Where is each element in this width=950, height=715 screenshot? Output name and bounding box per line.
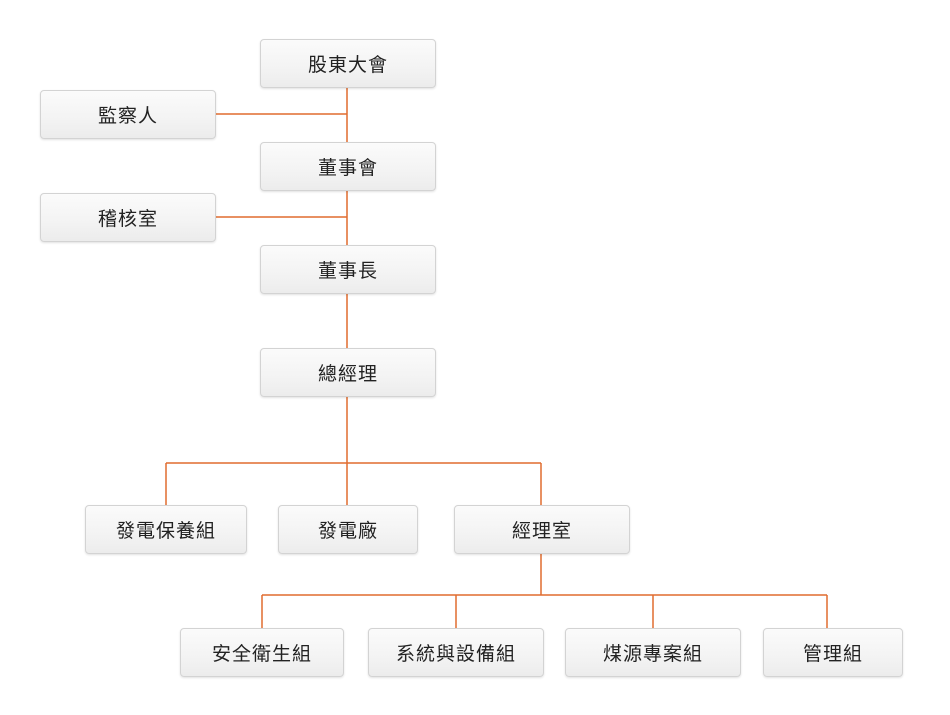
node-board-of-directors: 董事會 bbox=[260, 142, 436, 191]
node-chairman: 董事長 bbox=[260, 245, 436, 294]
node-coal-project: 煤源專案組 bbox=[565, 628, 741, 677]
node-shareholders-meeting: 股東大會 bbox=[260, 39, 436, 88]
node-audit-office: 稽核室 bbox=[40, 193, 216, 242]
node-systems-equipment: 系統與設備組 bbox=[368, 628, 544, 677]
node-supervisor: 監察人 bbox=[40, 90, 216, 139]
node-generation-maintenance: 發電保養組 bbox=[85, 505, 247, 554]
node-general-manager: 總經理 bbox=[260, 348, 436, 397]
node-safety-health: 安全衛生組 bbox=[180, 628, 344, 677]
node-power-plant: 發電廠 bbox=[278, 505, 418, 554]
node-manager-office: 經理室 bbox=[454, 505, 630, 554]
node-administration: 管理組 bbox=[763, 628, 903, 677]
